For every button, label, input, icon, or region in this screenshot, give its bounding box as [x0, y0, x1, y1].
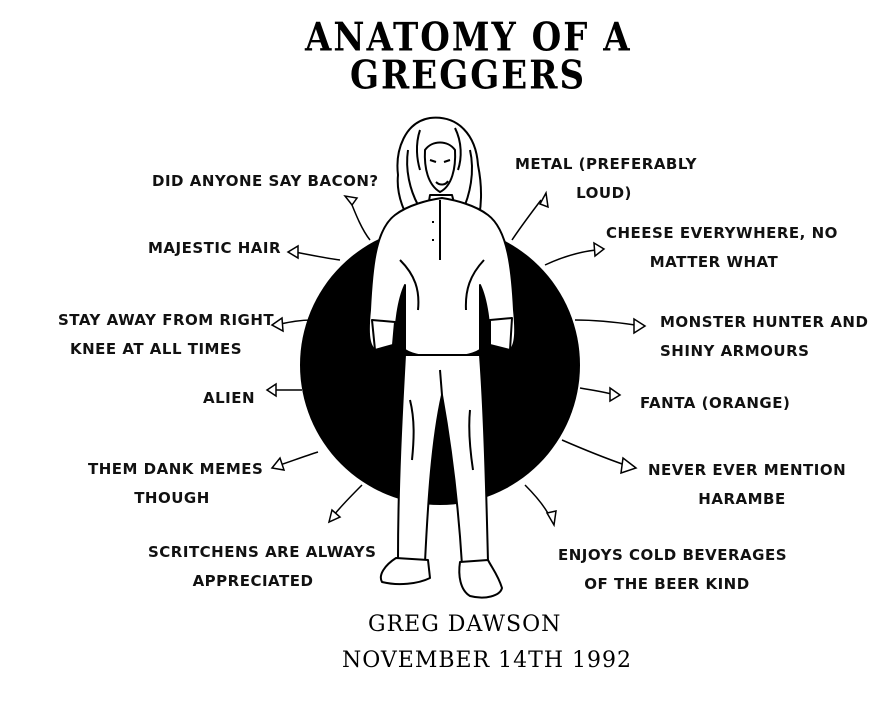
label-beer: ENJOYS COLD BEVERAGES OF THE BEER KIND [558, 541, 788, 599]
label-memes-line-1: THEM DANK MEMES [88, 460, 264, 478]
label-scritchens-line-2: APPRECIATED [192, 572, 314, 590]
label-monster-line-2: SHINY ARMOURS [660, 342, 810, 360]
label-cheese: CHEESE EVERYWHERE, NO MATTER WHAT [606, 219, 838, 277]
label-alien: ALIEN [203, 384, 255, 413]
label-cheese-line-1: CHEESE EVERYWHERE, NO [606, 224, 838, 242]
label-hair-text: MAJESTIC HAIR [148, 239, 282, 257]
arrow-memes [279, 451, 319, 466]
arrow-monster [574, 319, 636, 326]
arrow-scritchens [333, 484, 363, 516]
label-bacon-text: DID ANYONE SAY BACON? [152, 172, 379, 190]
label-metal: METAL (PREFERABLY LOUD) [515, 150, 697, 208]
label-knee: STAY AWAY FROM RIGHT KNEE AT ALL TIMES [58, 306, 275, 364]
label-scritchens-line-1: SCRITCHENS ARE ALWAYS [148, 543, 377, 561]
label-bacon: DID ANYONE SAY BACON? [152, 167, 379, 196]
arrow-fanta [579, 387, 613, 395]
person-figure [367, 116, 517, 599]
title-line-2: GREGGERS [350, 53, 587, 99]
arrow-bacon [349, 199, 371, 241]
label-beer-line-1: ENJOYS COLD BEVERAGES [558, 546, 788, 564]
arrow-metal [511, 199, 542, 241]
label-hair: MAJESTIC HAIR [148, 234, 281, 263]
label-monster-line-1: MONSTER HUNTER AND [660, 313, 869, 331]
caption-date: NOVEMBER 14TH 1992 [342, 648, 632, 673]
arrow-harambe [561, 439, 626, 466]
label-memes-line-2: THOUGH [134, 489, 210, 507]
label-monster: MONSTER HUNTER AND SHINY ARMOURS [660, 308, 868, 366]
label-metal-line-2: LOUD) [576, 184, 632, 202]
label-fanta: FANTA (ORANGE) [640, 389, 790, 418]
label-memes: THEM DANK MEMES THOUGH [88, 455, 264, 513]
trousers-shape [397, 354, 489, 566]
label-harambe: NEVER EVER MENTION HARAMBE [648, 456, 847, 514]
label-fanta-text: FANTA (ORANGE) [640, 394, 791, 412]
title-line-1: ANATOMY OF A [305, 15, 632, 61]
arrow-beer [524, 484, 551, 518]
label-scritchens: SCRITCHENS ARE ALWAYS APPRECIATED [148, 538, 377, 596]
right-shoe [458, 559, 503, 599]
label-knee-line-1: STAY AWAY FROM RIGHT [58, 311, 275, 329]
label-alien-text: ALIEN [203, 389, 256, 407]
label-harambe-line-1: NEVER EVER MENTION [648, 461, 847, 479]
annotation-arrows [265, 190, 647, 528]
arrow-cheese [544, 249, 597, 266]
label-knee-line-2: KNEE AT ALL TIMES [69, 340, 243, 358]
label-beer-line-2: OF THE BEER KIND [584, 575, 750, 593]
face-shape [423, 141, 457, 193]
label-cheese-line-2: MATTER WHAT [649, 253, 779, 271]
label-harambe-line-2: HARAMBE [698, 490, 786, 508]
left-shoe [379, 557, 431, 586]
caption-name: GREG DAWSON [368, 612, 562, 637]
arrow-hair [294, 251, 341, 261]
shirt-shape [367, 197, 517, 359]
label-metal-line-1: METAL (PREFERABLY [515, 155, 697, 173]
